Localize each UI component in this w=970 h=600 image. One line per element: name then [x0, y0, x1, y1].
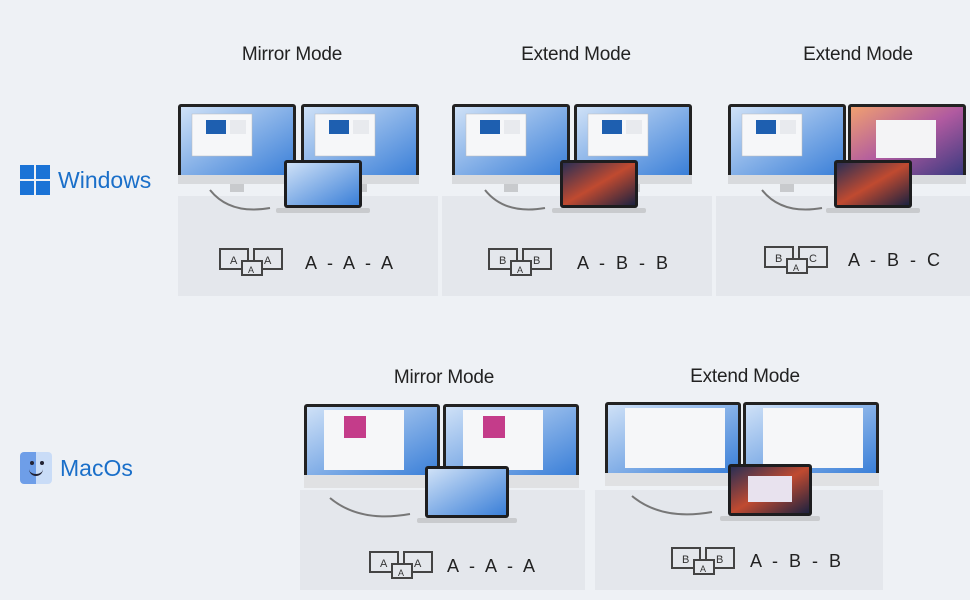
- macos-mode-2-letter-1: B: [682, 554, 689, 566]
- macos-mode-2-code: A - B - B: [750, 551, 845, 571]
- macos-mode-2-letter-2: B: [716, 554, 723, 566]
- macos-mode-1-letter-2: A: [414, 558, 422, 570]
- windows-mode-2-diagram-icon: B B A: [487, 247, 557, 284]
- windows-mode-3-letter-3: A: [793, 263, 799, 273]
- macos-mode-1-code: A - A - A: [447, 556, 539, 576]
- finder-icon: [20, 452, 52, 484]
- windows-mode-2-letter-3: A: [517, 265, 523, 275]
- windows-label: Windows: [20, 165, 151, 195]
- macos-label-text: MacOs: [60, 454, 133, 481]
- windows-mode-2-code: A - B - B: [577, 253, 672, 273]
- windows-label-text: Windows: [58, 166, 152, 193]
- macos-mode-1-letter-1: A: [380, 558, 388, 570]
- macos-mode-1-title: Mirror Mode: [393, 367, 495, 388]
- macos-mode-2-title: Extend Mode: [690, 366, 800, 387]
- windows-mode-3-code: A - B - C: [848, 250, 944, 270]
- windows-mode-1-title: Mirror Mode: [241, 44, 343, 65]
- macos-mode-2-letter-3: A: [700, 564, 706, 574]
- windows-mode-3-title: Extend Mode: [803, 44, 913, 65]
- windows-mode-3-diagram-icon: B C A: [763, 245, 833, 282]
- windows-mode-1-letter-3: A: [248, 265, 254, 275]
- windows-mode-3-letter-1: B: [775, 253, 782, 265]
- windows-mode-2-letter-2: B: [533, 255, 540, 267]
- windows-mode-2-title: Extend Mode: [521, 44, 631, 65]
- windows-mode-1-letter-2: A: [264, 255, 272, 267]
- windows-mode-2-letter-1: B: [499, 255, 506, 267]
- macos-mode-1-letter-3: A: [398, 568, 404, 578]
- macos-mode-2-diagram-icon: B B A: [670, 546, 740, 583]
- windows-mode-1-letter-1: A: [230, 255, 238, 267]
- windows-logo-icon: [20, 165, 50, 195]
- windows-mode-1-code: A - A - A: [305, 253, 397, 273]
- macos-mode-1-diagram-icon: A A A: [368, 550, 438, 587]
- windows-mode-1-diagram-icon: A A A: [218, 247, 288, 284]
- windows-mode-3-letter-2: C: [809, 253, 817, 265]
- macos-label: MacOs: [20, 452, 133, 484]
